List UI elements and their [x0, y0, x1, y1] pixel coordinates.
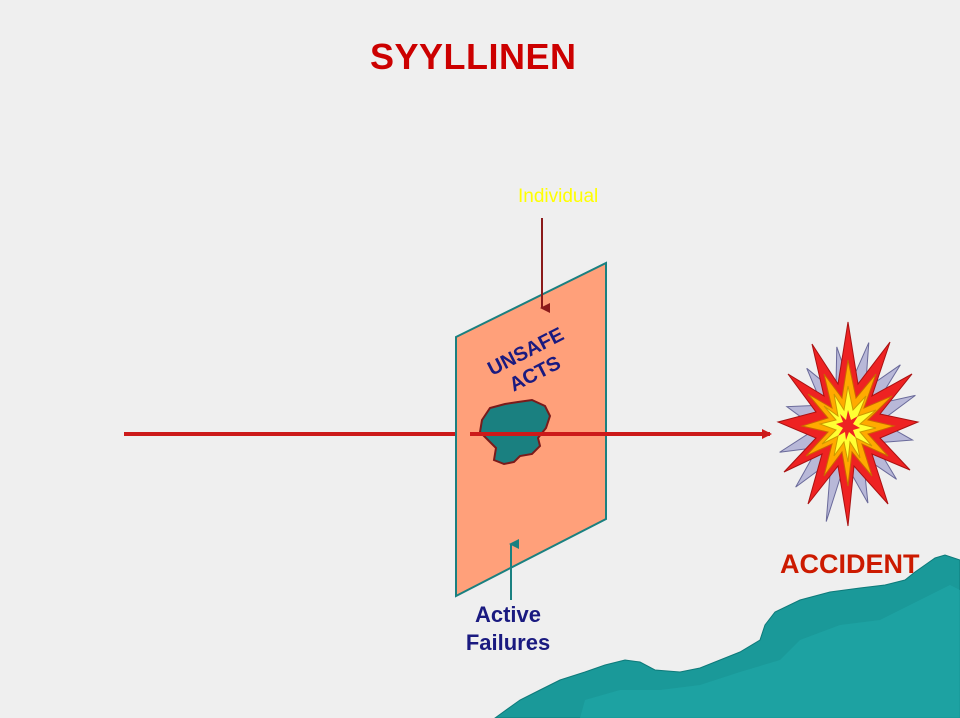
explosion-burst-icon — [776, 321, 920, 527]
active-failures-label: Active Failures — [460, 601, 556, 657]
page-title: SYYLLINEN — [370, 36, 577, 77]
accident-label: ACCIDENT — [780, 549, 920, 579]
individual-label: Individual — [518, 186, 599, 207]
active-failures-line2: Failures — [465, 630, 551, 655]
active-failures-line1: Active — [474, 602, 542, 627]
terrain-highlight — [580, 585, 960, 718]
